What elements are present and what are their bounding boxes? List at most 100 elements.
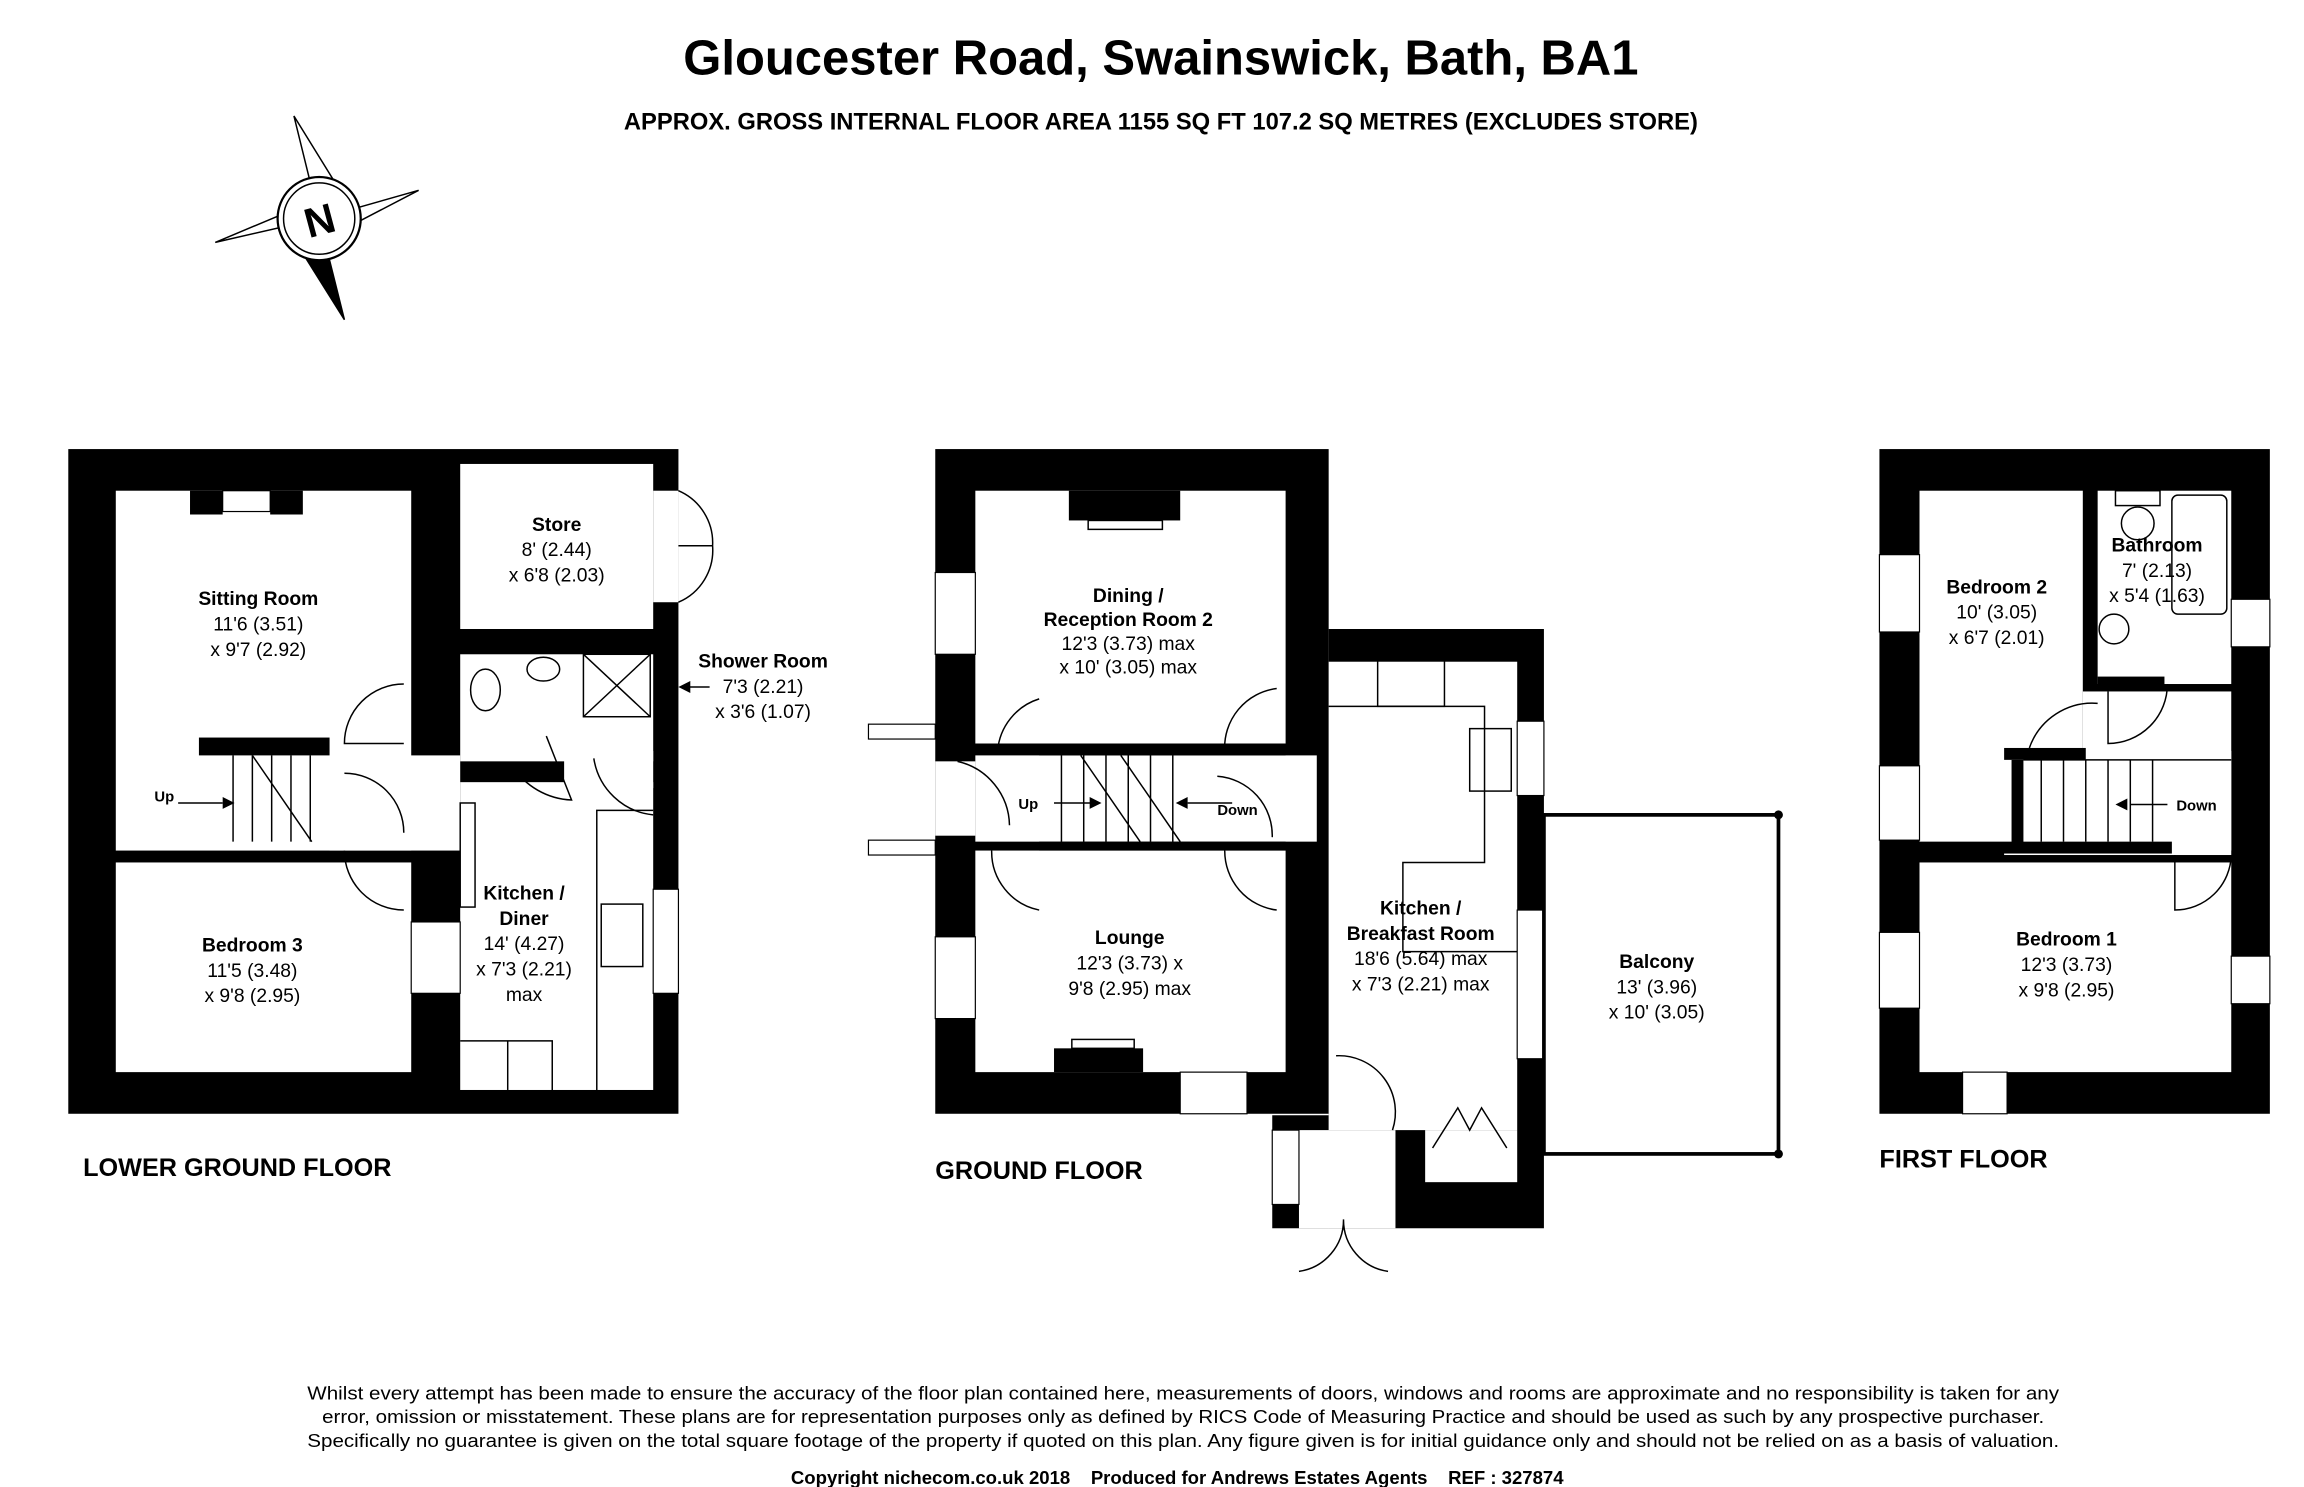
stairs-up-label: Up bbox=[154, 789, 174, 805]
stairs-down-label: Down bbox=[1217, 803, 1257, 819]
room-dims: max bbox=[506, 985, 543, 1006]
window bbox=[1878, 931, 1921, 1009]
room-name: Reception Room 2 bbox=[1044, 610, 1213, 631]
bath-icon bbox=[2171, 494, 2228, 615]
room-dims: x 3'6 (1.07) bbox=[715, 702, 811, 723]
door[interactable] bbox=[1223, 850, 1277, 911]
room-dims: 12'3 (3.73) x bbox=[1076, 954, 1183, 975]
room-dims: 11'5 (3.48) bbox=[207, 961, 297, 982]
stairs-down-label: Down bbox=[2176, 798, 2216, 814]
ground-floor-plan: Up Down Dining / Reception Room 2 12'3 (… bbox=[867, 449, 1783, 1273]
patio-door[interactable] bbox=[1516, 909, 1545, 1060]
room-dims: x 6'7 (2.01) bbox=[1949, 628, 2045, 649]
room-name: Bedroom 1 bbox=[2016, 930, 2117, 951]
room-name: Balcony bbox=[1619, 952, 1694, 973]
window bbox=[1878, 765, 1921, 841]
staircase bbox=[178, 754, 313, 843]
room-dims: x 10' (3.05) max bbox=[1059, 658, 1197, 679]
door[interactable] bbox=[344, 772, 405, 833]
basin-icon bbox=[526, 656, 561, 682]
door[interactable] bbox=[343, 683, 404, 745]
window bbox=[410, 921, 461, 994]
door[interactable] bbox=[996, 698, 1040, 751]
door[interactable] bbox=[2107, 684, 2169, 745]
staircase bbox=[2023, 759, 2232, 842]
room-dims: 7' (2.13) bbox=[2122, 561, 2192, 582]
shower-tray-icon bbox=[582, 653, 651, 718]
room-name: Breakfast Room bbox=[1347, 924, 1495, 945]
window bbox=[652, 888, 680, 994]
room-name: Lounge bbox=[1095, 928, 1165, 949]
floor-label: GROUND FLOOR bbox=[935, 1157, 1142, 1185]
room-dims: 12'3 (3.73) max bbox=[1062, 634, 1196, 655]
room-dims: x 9'8 (2.95) bbox=[2019, 980, 2115, 1001]
room-name: Store bbox=[532, 515, 582, 536]
door[interactable] bbox=[2028, 702, 2098, 749]
room-name: Sitting Room bbox=[198, 589, 318, 610]
balcony-outline bbox=[1542, 813, 1781, 1156]
sink-icon bbox=[600, 903, 644, 968]
room-dims: 12'3 (3.73) bbox=[2021, 955, 2113, 976]
window bbox=[934, 936, 976, 1020]
room-dims: 7'3 (2.21) bbox=[723, 677, 804, 698]
room-name: Dining / bbox=[1093, 586, 1164, 607]
room-dims: x 9'7 (2.92) bbox=[210, 640, 306, 661]
room-dims: 9'8 (2.95) max bbox=[1068, 979, 1191, 1000]
window bbox=[1878, 554, 1921, 633]
room-name: Bathroom bbox=[2112, 536, 2203, 557]
room-dims: 10' (3.05) bbox=[1956, 603, 2037, 624]
room-dims: 14' (4.27) bbox=[484, 934, 565, 955]
door-step bbox=[867, 839, 936, 856]
room-dims: 8' (2.44) bbox=[522, 540, 592, 561]
room-dims: 11'6 (3.51) bbox=[213, 614, 303, 635]
disclaimer-line: error, omission or misstatement. These p… bbox=[322, 1406, 2044, 1427]
basin-icon bbox=[2098, 613, 2130, 645]
room-name: Diner bbox=[499, 909, 549, 930]
room-dims: x 6'8 (2.03) bbox=[509, 565, 605, 586]
room-dims: x 5'4 (1.63) bbox=[2109, 586, 2205, 607]
room-dims: x 9'8 (2.95) bbox=[204, 986, 300, 1007]
door[interactable] bbox=[343, 850, 404, 911]
stairs-up-label: Up bbox=[1018, 797, 1038, 813]
cupboard-doors[interactable] bbox=[1431, 1106, 1508, 1149]
north-arrow-icon: N bbox=[214, 115, 419, 321]
room-dims: x 7'3 (2.21) bbox=[476, 959, 572, 980]
toilet-icon bbox=[2114, 489, 2161, 507]
floor-label: FIRST FLOOR bbox=[1879, 1145, 2047, 1173]
room-dims: x 7'3 (2.21) max bbox=[1352, 974, 1490, 995]
window bbox=[1179, 1071, 1248, 1115]
room-dims: 18'6 (5.64) max bbox=[1354, 949, 1488, 970]
room-dims: x 10' (3.05) bbox=[1609, 1003, 1705, 1024]
room-name: Kitchen / bbox=[1380, 898, 1462, 919]
lower-ground-floor-plan: Up Sitting Room 11'6 (3.51) x 9'7 (2.92)… bbox=[68, 449, 828, 1182]
window bbox=[934, 571, 976, 655]
copyright-line: Copyright nichecom.co.uk 2018 Produced f… bbox=[791, 1467, 1564, 1487]
window bbox=[1516, 720, 1545, 797]
french-doors[interactable] bbox=[1298, 1219, 1389, 1273]
window bbox=[2230, 955, 2271, 1005]
door[interactable] bbox=[957, 760, 1011, 826]
window bbox=[222, 490, 271, 513]
door-step bbox=[867, 723, 936, 740]
door[interactable] bbox=[2174, 855, 2232, 911]
floor-area-subtitle: APPROX. GROSS INTERNAL FLOOR AREA 1155 S… bbox=[624, 108, 1698, 135]
floor-label: LOWER GROUND FLOOR bbox=[83, 1154, 391, 1182]
plan-title: Gloucester Road, Swainswick, Bath, BA1 bbox=[683, 31, 1638, 85]
disclaimer-line: Whilst every attempt has been made to en… bbox=[307, 1382, 2060, 1403]
door[interactable] bbox=[1336, 1055, 1397, 1131]
toilet-icon bbox=[469, 668, 502, 712]
room-dims: 13' (3.96) bbox=[1616, 977, 1697, 998]
door[interactable] bbox=[1217, 775, 1273, 838]
sink-icon bbox=[1468, 727, 1513, 792]
room-name: Bedroom 3 bbox=[202, 936, 303, 957]
staircase bbox=[1054, 754, 1233, 843]
french-doors[interactable] bbox=[678, 490, 714, 603]
door[interactable] bbox=[511, 735, 573, 801]
door[interactable] bbox=[593, 758, 654, 816]
door[interactable] bbox=[1223, 687, 1277, 751]
room-name: Kitchen / bbox=[483, 884, 565, 905]
window bbox=[2230, 598, 2271, 648]
door[interactable] bbox=[990, 850, 1040, 911]
disclaimer-line: Specifically no guarantee is given on th… bbox=[307, 1430, 2059, 1451]
